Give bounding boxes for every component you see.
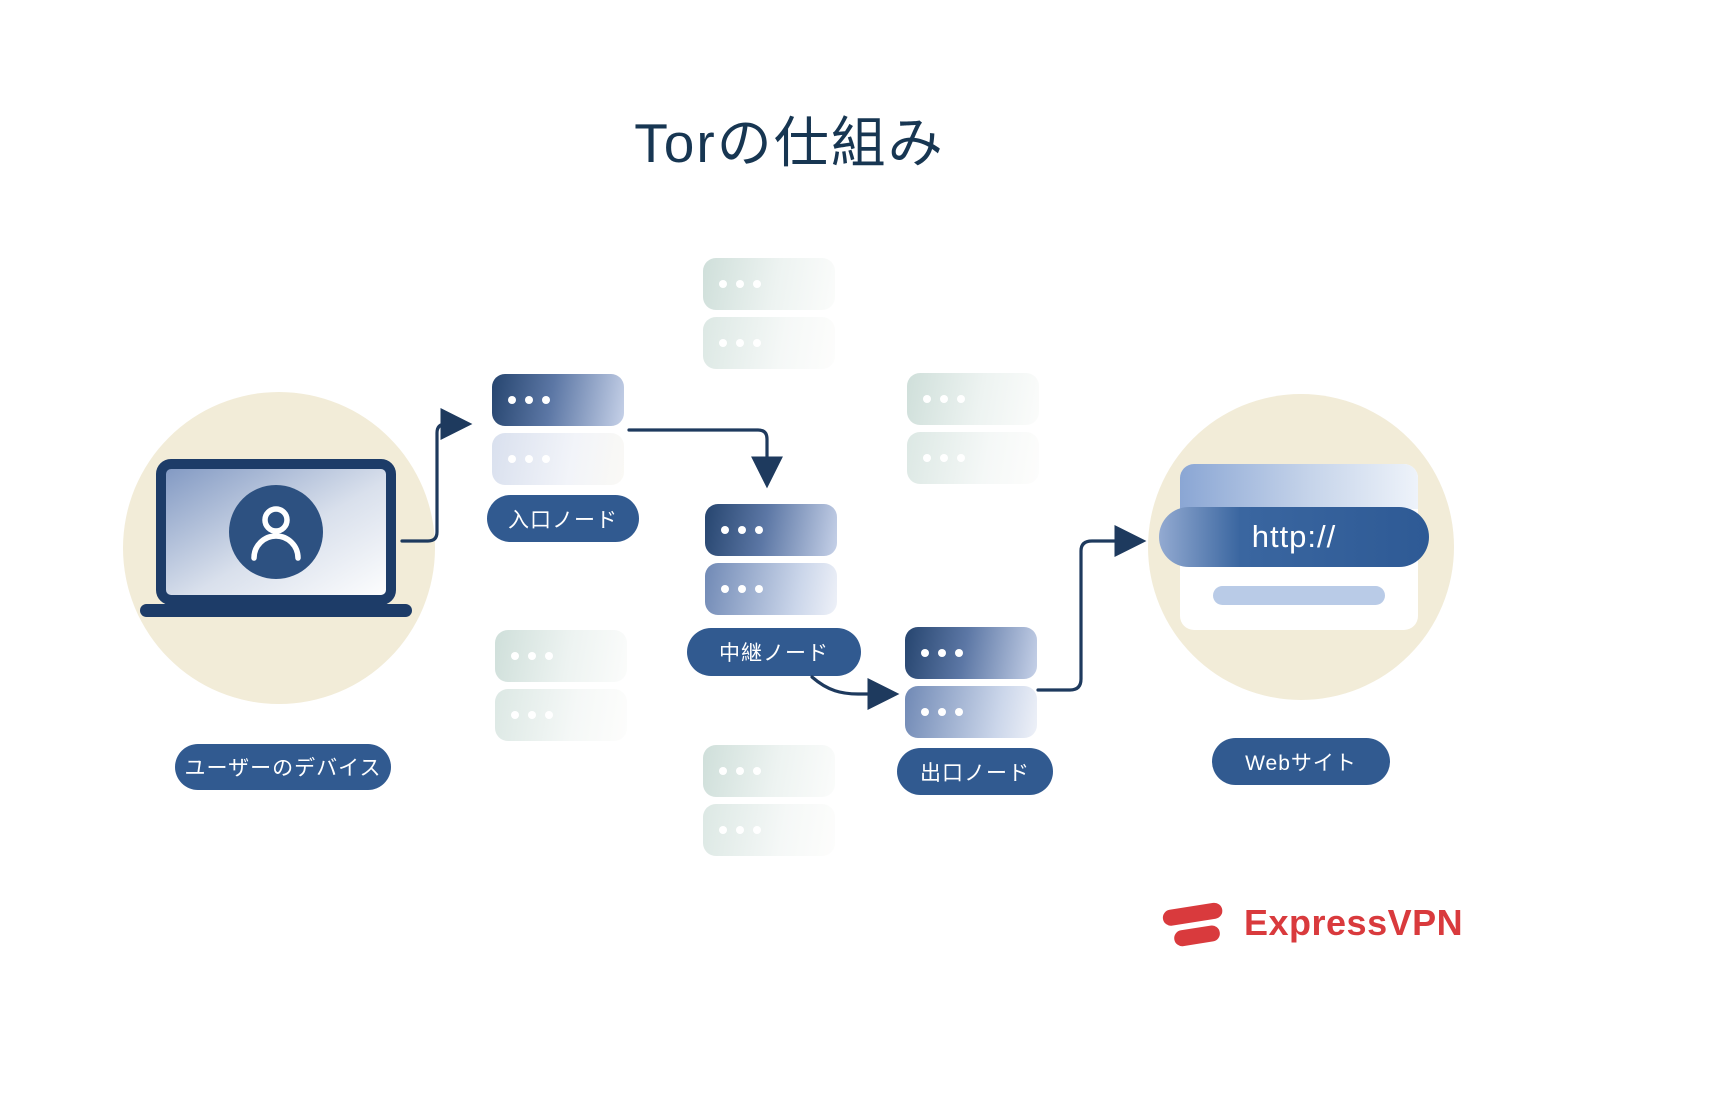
relay-node-server [705, 504, 837, 615]
server-unit [705, 563, 837, 615]
arrow-exit-to-website [1036, 525, 1147, 692]
website-node-label: Webサイト [1212, 738, 1390, 785]
decorative-server-2 [907, 373, 1039, 484]
server-unit [905, 686, 1037, 738]
exit-node-server [905, 627, 1037, 738]
exit-node-label: 出口ノード [897, 748, 1053, 795]
server-unit [703, 804, 835, 856]
decorative-server-3 [495, 630, 627, 741]
server-unit [703, 258, 835, 310]
laptop-base [140, 604, 412, 617]
server-unit [705, 504, 837, 556]
arrow-relay-to-exit [810, 675, 900, 710]
server-unit [905, 627, 1037, 679]
arrow-entry-to-relay [627, 428, 783, 489]
page-content-bar [1213, 586, 1385, 605]
diagram-title: Torの仕組み [634, 112, 945, 174]
server-unit [703, 317, 835, 369]
relay-node-label: 中継ノード [687, 628, 861, 676]
entry-node-server [492, 374, 624, 485]
decorative-server-1 [703, 258, 835, 369]
laptop-illustration [140, 459, 412, 617]
laptop-icon [140, 456, 412, 620]
device-node-label: ユーザーのデバイス [175, 744, 391, 790]
expressvpn-logo: ExpressVPN [1160, 893, 1463, 953]
expressvpn-logo-text: ExpressVPN [1244, 902, 1464, 943]
server-unit [495, 689, 627, 741]
server-unit [492, 433, 624, 485]
entry-node-label: 入口ノード [487, 495, 639, 542]
server-unit [907, 373, 1039, 425]
expressvpn-mark-icon [1162, 902, 1223, 947]
user-icon [229, 485, 323, 579]
server-unit [907, 432, 1039, 484]
url-bar: http:// [1159, 507, 1429, 567]
decorative-server-4 [703, 745, 835, 856]
server-unit [495, 630, 627, 682]
url-text: http:// [1251, 519, 1337, 554]
browser-topbar [1180, 464, 1418, 509]
server-unit [703, 745, 835, 797]
server-unit [492, 374, 624, 426]
